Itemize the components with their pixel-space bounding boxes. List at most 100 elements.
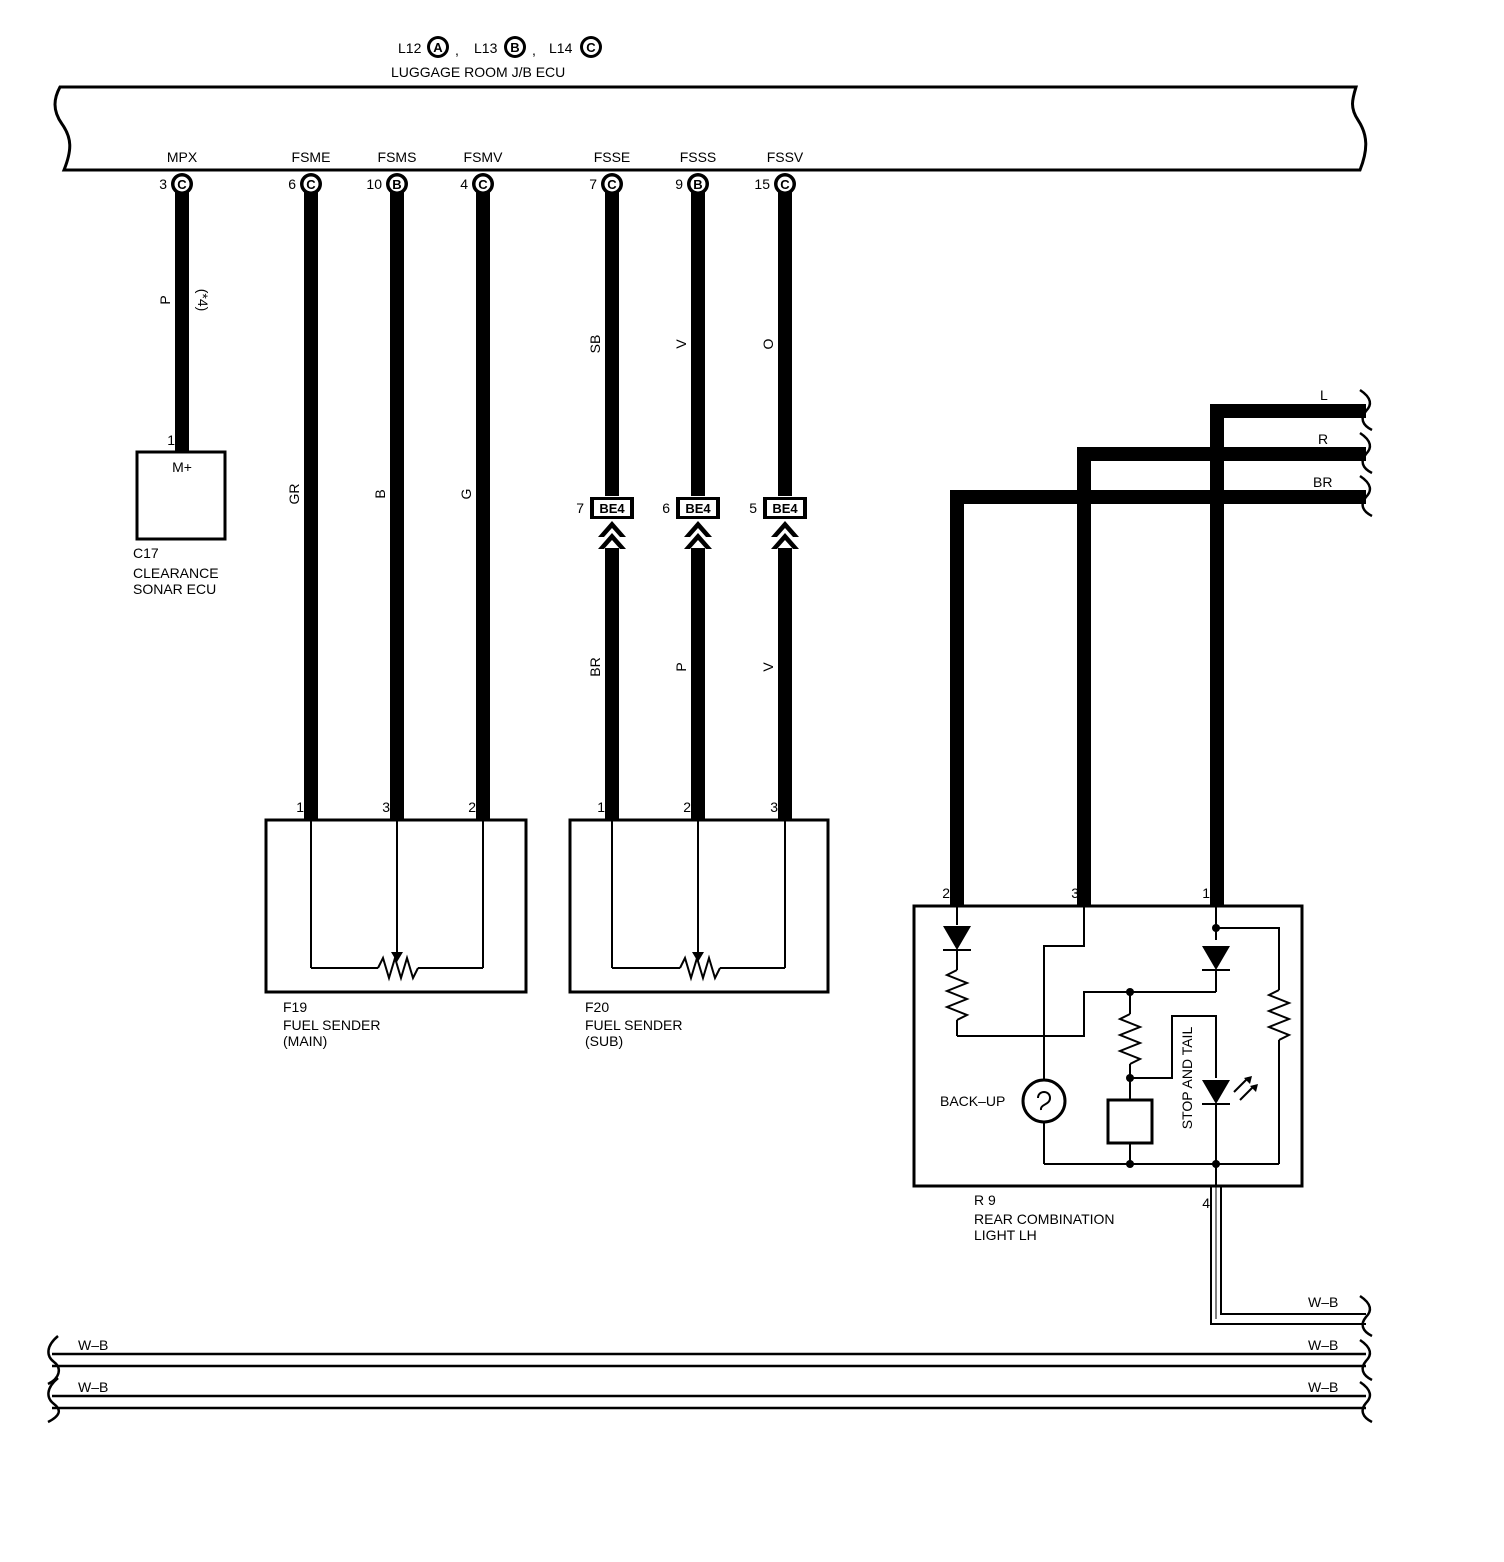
terminal-fsss-pin: 9 bbox=[675, 176, 683, 192]
ground-label-right-1: W–B bbox=[1308, 1337, 1338, 1353]
terminal-fssv-pin: 15 bbox=[754, 176, 770, 192]
wire-fsss-lower bbox=[691, 548, 705, 820]
ground-label-right-2: W–B bbox=[1308, 1379, 1338, 1395]
right-wire-labels: L R BR bbox=[1313, 387, 1332, 490]
f20-line2: (SUB) bbox=[585, 1033, 623, 1049]
terminal-name-mpx: MPX bbox=[167, 149, 198, 165]
connector-c-badge-inner bbox=[583, 39, 599, 55]
ground-wire-r9 bbox=[1210, 1186, 1373, 1338]
separator-2: , bbox=[532, 42, 536, 58]
connector-letter-a: A bbox=[433, 40, 443, 55]
c17-line1: CLEARANCE bbox=[133, 565, 219, 581]
connector-letter-b: B bbox=[510, 40, 519, 55]
terminal-name-fsse: FSSE bbox=[594, 149, 631, 165]
terminal-name-fsms: FSMS bbox=[378, 149, 417, 165]
wire-label-br-lower: BR bbox=[587, 657, 603, 676]
wire-label-br: BR bbox=[1313, 474, 1332, 490]
wire-label-g: G bbox=[458, 489, 474, 500]
wire-fsse-lower bbox=[605, 548, 619, 820]
c17-id: C17 bbox=[133, 545, 159, 561]
wire-label-p-lower: P bbox=[673, 662, 689, 671]
terminal-fsse-pin: 7 bbox=[589, 176, 597, 192]
wire-br-horizontal bbox=[950, 490, 1366, 504]
terminal-name-fsss: FSSS bbox=[680, 149, 717, 165]
r9-backup-lamp-icon bbox=[1021, 1078, 1067, 1124]
be4-pin-fsse: 7 bbox=[576, 500, 584, 516]
be4-pin-fssv: 5 bbox=[749, 500, 757, 516]
wire-l-horizontal bbox=[1210, 404, 1366, 418]
c17-terminal: M+ bbox=[172, 459, 192, 475]
f20-fuel-sender-sub: 1 2 3 F20 FUEL SENDER (SUB) bbox=[568, 799, 830, 1049]
wire-label-r: R bbox=[1318, 431, 1328, 447]
r9-pin-4: 4 bbox=[1202, 1195, 1210, 1211]
c17-line2: SONAR ECU bbox=[133, 581, 216, 597]
wire-color-labels: P (*4) GR B G SB V O BR P V bbox=[157, 289, 776, 677]
wire-r-horizontal bbox=[1077, 447, 1366, 461]
terminal-fsmv: C 4 bbox=[460, 173, 494, 195]
be4-connector-fsss: BE4 6 bbox=[662, 497, 720, 549]
r9-led-stop-tail bbox=[1202, 1080, 1230, 1104]
terminal-name-fsme: FSME bbox=[292, 149, 331, 165]
wire-l-vertical bbox=[1210, 404, 1224, 906]
wire-fsse-upper bbox=[605, 190, 619, 496]
be4-connectors: BE4 7 BE4 6 BE4 5 bbox=[576, 497, 807, 549]
c17-pin: 1 bbox=[167, 432, 175, 448]
terminal-fsse: C 7 bbox=[589, 173, 623, 195]
r9-led-ray-arrow-2 bbox=[1250, 1084, 1258, 1092]
wire-br-vertical bbox=[950, 490, 964, 906]
terminal-name-fssv: FSSV bbox=[767, 149, 804, 165]
f19-pin-3: 3 bbox=[382, 799, 390, 815]
terminal-mpx: C 3 bbox=[159, 173, 193, 195]
be4-pin-fsss: 6 bbox=[662, 500, 670, 516]
wire-label-sb: SB bbox=[587, 335, 603, 354]
r9-pin-3: 3 bbox=[1071, 885, 1079, 901]
connector-b-badge-inner bbox=[507, 39, 523, 55]
terminal-fsss: B 9 bbox=[675, 173, 709, 195]
terminal-names: MPX FSME FSMS FSMV FSSE FSSS FSSV bbox=[167, 149, 804, 165]
terminal-fsms-letter: B bbox=[392, 177, 401, 192]
connector-a-badge-inner bbox=[430, 39, 446, 55]
f19-pin-2: 2 bbox=[468, 799, 476, 815]
terminal-mpx-pin: 3 bbox=[159, 176, 167, 192]
ground-label-r9: W–B bbox=[1308, 1294, 1338, 1310]
wire-label-l: L bbox=[1320, 387, 1328, 403]
wire-r-vertical bbox=[1077, 447, 1091, 906]
wire-fssv-upper bbox=[778, 190, 792, 496]
wire-fsms bbox=[390, 190, 404, 820]
terminal-fsms-pin: 10 bbox=[366, 176, 382, 192]
wire-label-o: O bbox=[760, 338, 776, 349]
connector-id-l13: L13 bbox=[474, 40, 498, 56]
f19-line2: (MAIN) bbox=[283, 1033, 327, 1049]
r9-pin-2: 2 bbox=[942, 885, 950, 901]
terminal-fsmv-pin: 4 bbox=[460, 176, 468, 192]
f20-pin-2: 2 bbox=[683, 799, 691, 815]
wire-note-star4: (*4) bbox=[195, 289, 211, 312]
f19-fuel-sender-main: 1 3 2 F19 FUEL SENDER (MAIN) bbox=[264, 799, 528, 1049]
r9-rear-combination-light: 2 3 1 bbox=[912, 885, 1304, 1243]
c17-clearance-sonar-ecu: 1 M+ C17 CLEARANCE SONAR ECU bbox=[133, 432, 227, 597]
wire-fsme bbox=[304, 190, 318, 820]
r9-backup-label: BACK–UP bbox=[940, 1093, 1005, 1109]
terminal-fsme: C 6 bbox=[288, 173, 322, 195]
right-wires bbox=[950, 404, 1366, 906]
f20-line1: FUEL SENDER bbox=[585, 1017, 683, 1033]
r9-diode-l bbox=[1202, 946, 1230, 970]
f20-pin-1: 1 bbox=[597, 799, 605, 815]
terminal-fsme-letter: C bbox=[306, 177, 316, 192]
terminal-fssv: C 15 bbox=[754, 173, 796, 195]
terminal-fsme-pin: 6 bbox=[288, 176, 296, 192]
r9-pin-1: 1 bbox=[1202, 885, 1210, 901]
be4-label-fssv: BE4 bbox=[772, 501, 798, 516]
r9-diode-br bbox=[943, 926, 971, 950]
wire-fsss-upper bbox=[691, 190, 705, 496]
r9-line1: REAR COMBINATION bbox=[974, 1211, 1115, 1227]
r9-line2: LIGHT LH bbox=[974, 1227, 1037, 1243]
terminal-fsse-letter: C bbox=[607, 177, 617, 192]
be4-connector-fssv: BE4 5 bbox=[749, 497, 807, 549]
connector-id-l14: L14 bbox=[549, 40, 573, 56]
be4-label-fsse: BE4 bbox=[599, 501, 625, 516]
wire-fsmv bbox=[476, 190, 490, 820]
r9-id: R 9 bbox=[974, 1192, 996, 1208]
terminal-connectors: C 3 C 6 B 10 C 4 C 7 bbox=[159, 173, 796, 195]
f20-id: F20 bbox=[585, 999, 609, 1015]
